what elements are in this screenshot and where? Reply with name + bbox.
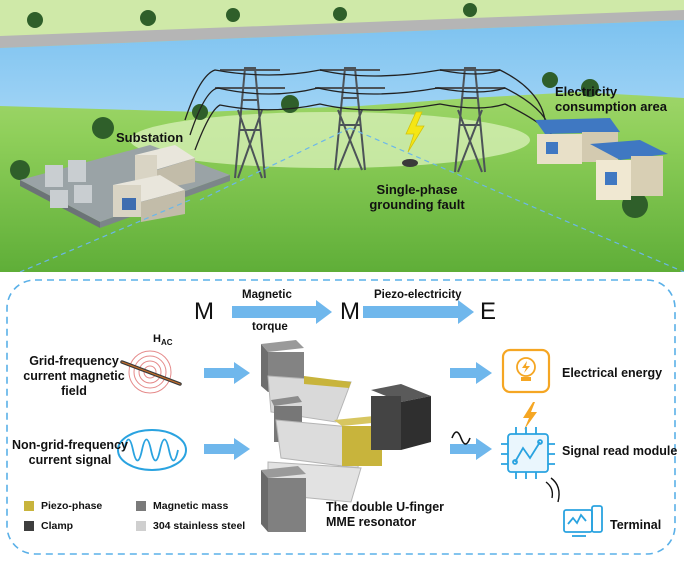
power-bolt-icon [523,402,537,430]
legend-item-magnetic-mass: Magnetic mass [136,500,228,512]
magnetization-m1: M [194,298,214,325]
hac-label: HAC [153,332,173,350]
grid-input-arrow [204,362,250,384]
consumption-area-label: Electricity consumption area [555,84,667,114]
substation-label: Substation [116,130,184,145]
landscape-scene: Substation Single-phase grounding fault … [0,0,684,272]
fault-point [402,159,418,167]
signal-wave-icon [451,431,471,445]
resonator-line2: MME resonator [326,515,417,529]
houses-illustration [535,118,668,200]
landscape-illustration [0,0,684,272]
grid-line1: Grid-frequency [29,354,119,368]
road [0,10,684,48]
energy-output-arrow [450,362,492,384]
signal-read-module-label: Signal read module [562,444,678,458]
resonator-caption: The double U-finger MME resonator [326,500,444,530]
nongrid-line1: Non-grid-frequency [12,438,128,452]
hac-sub: AC [160,338,173,348]
torque-label: torque [252,321,288,333]
nongrid-input-arrow [204,438,250,460]
electrical-energy-label: Electrical energy [562,366,663,380]
fault-label: Single-phase grounding fault [362,182,472,212]
lightning-icon [405,111,425,153]
grid-line2: current magnetic [23,369,125,383]
magnetization-m2: M [340,298,360,325]
grid-frequency-label: Grid-frequency current magnetic field [16,354,132,399]
diagram-graphics [6,279,676,555]
energy-box-icon [501,348,551,394]
magnetic-torque-arrow [232,300,332,324]
resonator-diagram-panel: M M E Magnetic torque Piezo-electricity … [6,272,678,556]
hac-main: H [153,333,161,345]
non-grid-frequency-label: Non-grid-frequency current signal [8,438,132,468]
fault-label-line1: Single-phase [376,182,458,197]
magnetic-field-icon [128,350,172,394]
magnetic-label: Magnetic [242,289,292,301]
legend-swatch-steel [136,521,146,531]
power-lines [184,69,556,151]
grid-line3: field [61,384,87,398]
legend-label: 304 stainless steel [153,520,246,532]
piezo-electricity-label: Piezo-electricity [374,289,462,301]
terminal-label: Terminal [610,518,662,532]
river [0,20,684,112]
area-label-line2: consumption area [555,99,667,114]
legend-swatch-magnetic [136,501,146,511]
resonator-illustration [261,340,431,532]
legend-swatch-piezo [24,501,34,511]
electric-field-e: E [480,298,497,325]
legend-label: Piezo-phase [41,500,103,512]
substation-illustration [20,145,230,228]
terminal-icon [563,505,603,537]
nongrid-line2: current signal [28,453,112,467]
legend-swatch-clamp [24,521,34,531]
transmission-towers [215,67,505,179]
fault-label-line2: grounding fault [369,197,465,212]
legend-label: Magnetic mass [153,500,229,512]
legend-label: Clamp [41,520,74,532]
tree-group [10,3,648,218]
signal-output-arrow [450,438,492,460]
lawn-patch [130,112,530,168]
wireless-icon [545,477,560,503]
resonator-line1: The double U-finger [326,500,445,514]
legend-item-stainless-steel: 304 stainless steel [136,520,245,532]
legend-item-clamp: Clamp [24,520,73,532]
area-label-line1: Electricity [555,84,618,99]
panel-border [6,279,676,555]
wave-signal-icon [117,429,187,471]
piezo-electricity-arrow [363,300,474,324]
callout-lines [19,127,684,272]
signal-chip-icon [501,427,555,479]
legend-item-piezo-phase: Piezo-phase [24,500,102,512]
